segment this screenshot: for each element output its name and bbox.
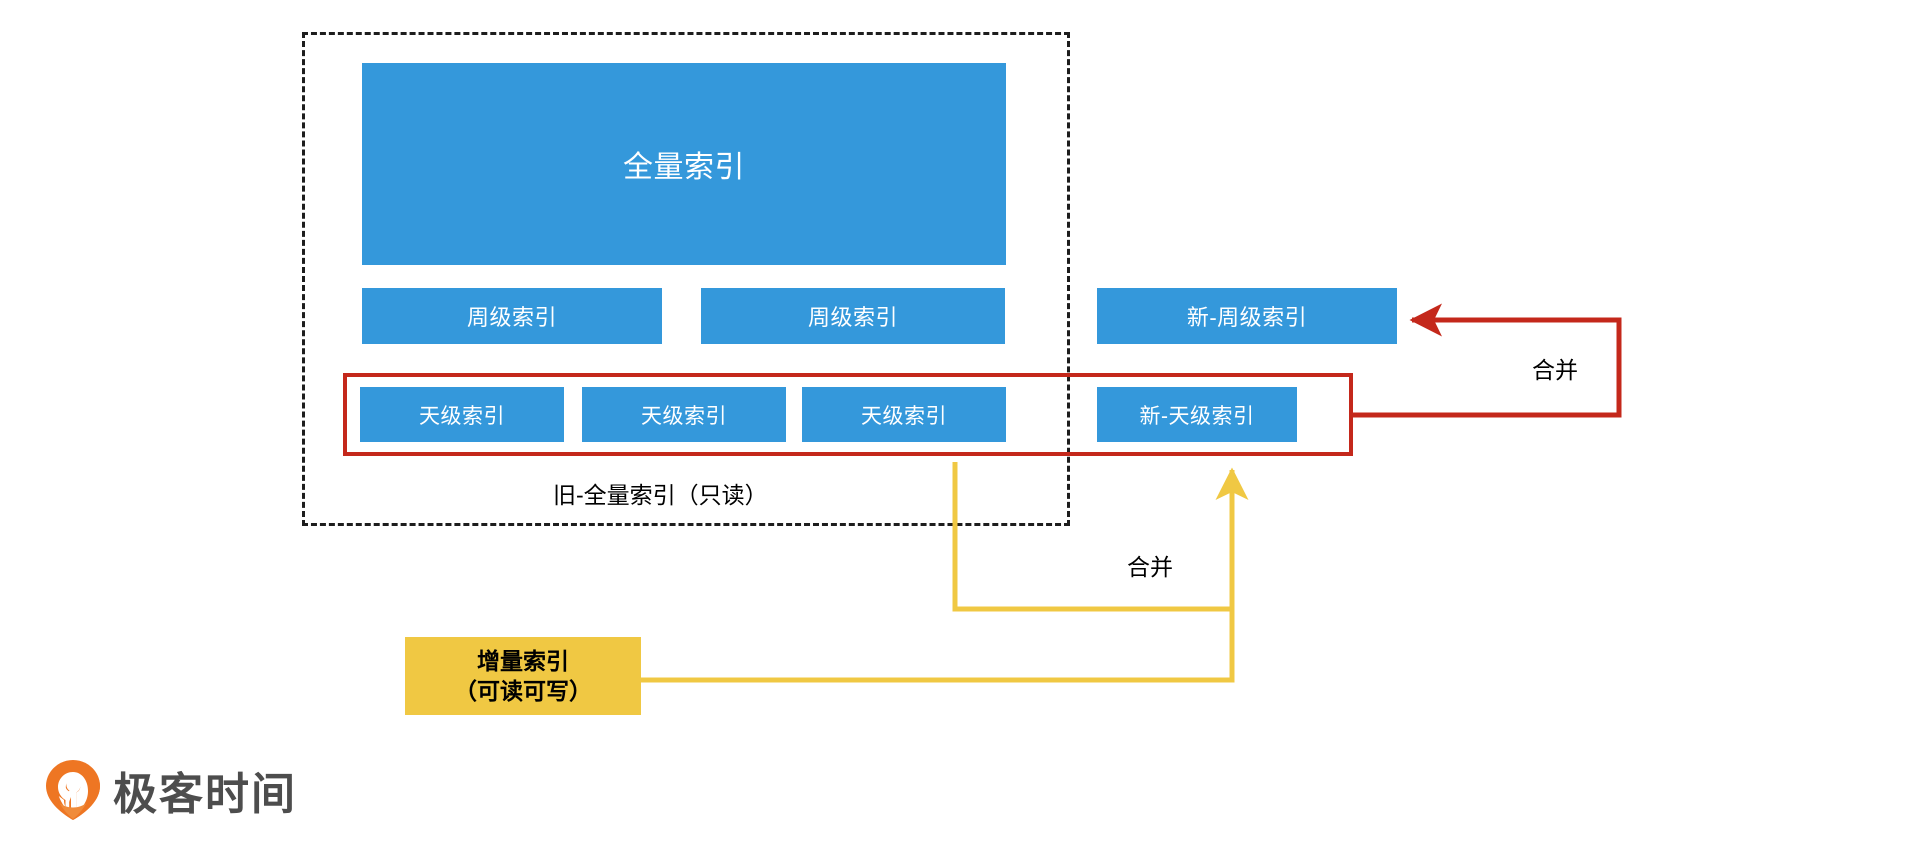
- block-new-day-index[interactable]: 新-天级索引: [1097, 387, 1297, 442]
- block-new-day-index-label: 新-天级索引: [1139, 404, 1255, 428]
- day-index-merge-group: [343, 373, 1353, 456]
- block-day-index-2-label: 天级索引: [641, 404, 727, 428]
- block-day-index-2[interactable]: 天级索引: [582, 387, 786, 442]
- old-full-index-caption: 旧-全量索引（只读）: [553, 482, 768, 508]
- block-week-index-2[interactable]: 周级索引: [701, 288, 1005, 344]
- geektime-pin-icon: [46, 760, 100, 820]
- brand-logo-text: 极客时间: [113, 770, 297, 819]
- block-week-index-2-label: 周级索引: [807, 305, 898, 330]
- incremental-index-line1: 增量索引: [477, 647, 569, 674]
- block-day-index-3[interactable]: 天级索引: [802, 387, 1006, 442]
- block-day-index-1[interactable]: 天级索引: [360, 387, 564, 442]
- block-day-index-1-label: 天级索引: [419, 404, 505, 428]
- block-new-week-index[interactable]: 新-周级索引: [1097, 288, 1397, 344]
- block-new-week-index-label: 新-周级索引: [1186, 305, 1308, 330]
- merge-label-red: 合并: [1532, 357, 1578, 383]
- block-full-index-label: 全量索引: [623, 151, 745, 184]
- merge-label-yellow: 合并: [1127, 554, 1173, 580]
- block-incremental-index[interactable]: 增量索引 （可读可写）: [405, 637, 641, 715]
- block-week-index-1[interactable]: 周级索引: [362, 288, 662, 344]
- block-day-index-3-label: 天级索引: [861, 404, 947, 428]
- block-week-index-1-label: 周级索引: [466, 305, 557, 330]
- incremental-index-line2: （可读可写）: [454, 678, 592, 704]
- brand-logo: 极客时间: [45, 758, 297, 822]
- block-full-index[interactable]: 全量索引: [362, 63, 1006, 265]
